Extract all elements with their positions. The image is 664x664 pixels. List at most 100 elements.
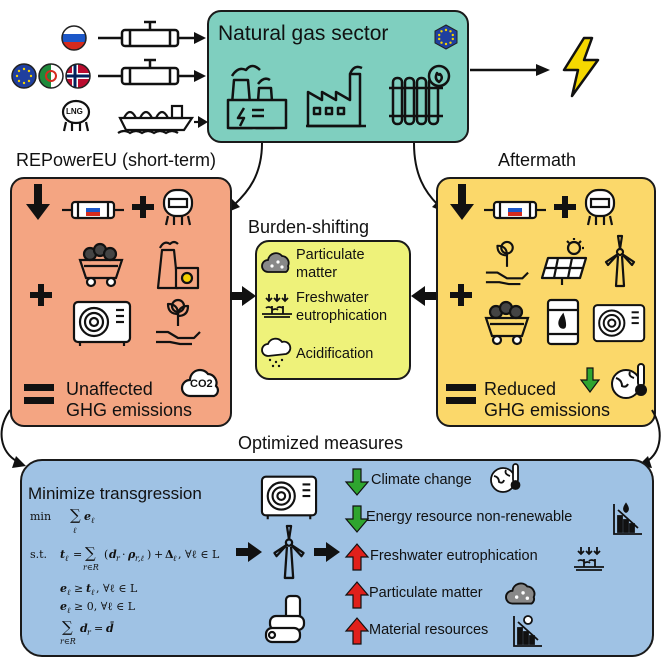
- heat-pump-icon: [72, 300, 132, 346]
- lng-label: LNG: [66, 107, 83, 116]
- green-down-arrow-icon: [344, 505, 370, 533]
- plus-icon: [30, 284, 52, 306]
- svg-text:ℓ: ℓ: [173, 554, 177, 563]
- aftermath-heading: Aftermath: [498, 150, 577, 170]
- hot-earth-icon: [611, 363, 647, 399]
- svg-text:t: t: [60, 548, 65, 561]
- svg-text:ℓ: ℓ: [91, 588, 95, 597]
- svg-text:≥: ≥: [74, 582, 83, 595]
- globe-warming-icon: [490, 463, 521, 493]
- down-arrow-icon: [450, 184, 474, 220]
- russia-pipeline-icon: [484, 200, 546, 220]
- particulate-cloud-icon: [261, 252, 290, 273]
- lng-tank-icon: [584, 188, 616, 226]
- down-arrow-icon: [26, 184, 50, 220]
- pipeline-icon: [98, 58, 206, 86]
- lng-tank-icon: [61, 99, 91, 132]
- wind-turbine-icon: [604, 234, 636, 288]
- coal-cart-icon: [484, 300, 530, 346]
- svg-text:d: d: [109, 548, 117, 561]
- energy-saving-hand-icon: [485, 240, 529, 286]
- svg-text:ℓ: ℓ: [65, 554, 69, 563]
- burden-title: Burden-shifting: [248, 217, 370, 237]
- arrow-measures-to-impacts: [314, 542, 340, 562]
- impact-label: Particulate matter: [369, 585, 483, 601]
- impact-label: Freshwater eutrophication: [370, 548, 538, 564]
- eu-flag-icon: [434, 24, 458, 50]
- lng-tank-icon: [162, 188, 194, 226]
- svg-text:≥ 0, ∀ℓ ∈ L: ≥ 0, ∀ℓ ∈ L: [74, 600, 136, 613]
- svg-text:Δ: Δ: [165, 548, 174, 561]
- svg-text:e: e: [60, 600, 67, 613]
- burden-item-line1: Particulate: [296, 247, 365, 263]
- svg-text:e: e: [84, 510, 91, 523]
- svg-text:t: t: [86, 582, 91, 595]
- impact-label: Climate change: [371, 472, 472, 488]
- radiator-icon: [389, 64, 451, 126]
- particulate-cloud-icon: [505, 582, 536, 605]
- wind-turbine-icon: [273, 524, 305, 580]
- equals-icon: [446, 384, 476, 404]
- russia-flag-icon: [61, 25, 87, 51]
- solar-panel-icon: [540, 238, 588, 285]
- arrow-repower-to-burden: [230, 286, 256, 306]
- co2-cloud-icon: [180, 368, 219, 398]
- coal-cart-icon: [78, 242, 124, 288]
- burden-item-line2: matter: [296, 265, 338, 281]
- svg-text:min: min: [30, 510, 51, 523]
- heat-pump-icon: [592, 304, 646, 343]
- burden-item-line2: eutrophication: [296, 308, 388, 324]
- minimize-title: Minimize transgression: [28, 484, 202, 503]
- lng-ship-icon: [117, 104, 208, 135]
- svg-text:=: =: [73, 548, 82, 561]
- green-down-arrow-icon: [344, 468, 370, 496]
- svg-text:ℓ: ℓ: [73, 526, 77, 535]
- svg-text:r∈R: r∈R: [83, 563, 99, 572]
- arrow-to-electricity: [470, 64, 550, 76]
- svg-text:∑: ∑: [62, 618, 73, 636]
- svg-text:∑: ∑: [85, 544, 96, 562]
- burden-item-line1: Acidification: [296, 346, 374, 362]
- green-down-arrow-icon: [579, 367, 601, 393]
- eutrophication-icon: [262, 294, 292, 318]
- burden-item-line1: Freshwater: [296, 290, 369, 306]
- eu-flag-icon: [11, 63, 37, 89]
- russia-pipeline-icon: [62, 200, 124, 220]
- svg-text:s.t.: s.t.: [30, 548, 47, 561]
- material-pipes-icon: [264, 594, 306, 644]
- plus-icon: [132, 196, 154, 218]
- repower-result-line2: GHG emissions: [66, 400, 193, 420]
- svg-text:r: r: [87, 628, 92, 637]
- energy-saving-hand-icon: [156, 298, 201, 346]
- arrow-aftermath-to-burden: [411, 286, 437, 306]
- eutrophication-icon: [574, 547, 604, 571]
- repower-heading: REPowerEU (short-term): [16, 150, 217, 170]
- nuclear-plant-icon: [156, 240, 200, 290]
- svg-text:ℓ: ℓ: [91, 516, 95, 525]
- acid-rain-icon: [261, 337, 292, 368]
- aftermath-result-line1: Reduced: [484, 379, 557, 399]
- aftermath-result-line2: GHG emissions: [484, 400, 611, 420]
- svg-text:, ∀ℓ ∈ L: , ∀ℓ ∈ L: [96, 582, 138, 595]
- svg-text:ℓ: ℓ: [67, 606, 71, 615]
- energy-depletion-icon: [613, 502, 642, 535]
- svg-text:·: ·: [122, 548, 126, 561]
- optimized-title: Optimized measures: [238, 433, 404, 453]
- algeria-flag-icon: [38, 63, 64, 89]
- pipeline-icon: [98, 20, 206, 48]
- svg-text:r: r: [116, 554, 121, 563]
- power-plant-icon: [226, 64, 288, 130]
- red-up-arrow-icon: [344, 581, 370, 609]
- svg-text:r∈R: r∈R: [60, 637, 76, 646]
- arrow-formulation-to-measures: [236, 542, 262, 562]
- red-up-arrow-icon: [344, 617, 370, 645]
- svg-text:∑: ∑: [70, 506, 81, 524]
- co2-label: CO2: [190, 378, 213, 390]
- heat-pump-icon: [260, 475, 318, 520]
- svg-text:ℓ: ℓ: [67, 588, 71, 597]
- impact-label: Energy resource non-renewable: [366, 509, 573, 525]
- material-depletion-icon: [513, 615, 542, 647]
- svg-text:+: +: [154, 548, 163, 561]
